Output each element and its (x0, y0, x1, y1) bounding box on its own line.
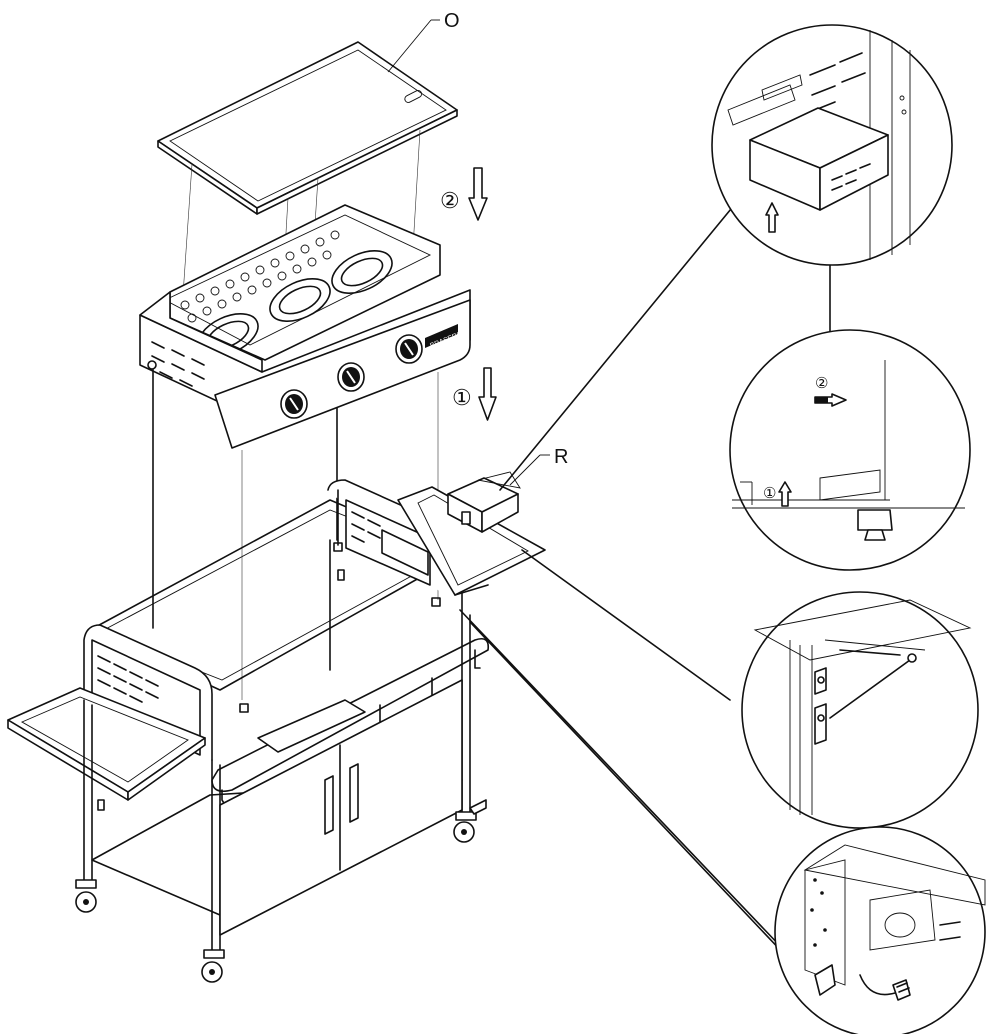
detail-leader-lines (459, 197, 831, 956)
step-1-label: ① (452, 385, 472, 410)
caster-back-right (453, 799, 487, 843)
burner-box: BRASERO (139, 204, 471, 449)
knob-1 (280, 389, 308, 419)
griddle-plate (157, 41, 458, 215)
step-2-label: ② (440, 188, 460, 213)
detail-circle-drawer (711, 24, 953, 266)
knob-3 (395, 334, 423, 364)
detail-circle-tray-slide: ② ① (729, 329, 971, 571)
part-label-o: O (444, 10, 460, 32)
knob-2 (337, 362, 365, 392)
leader-line-o (387, 19, 432, 73)
right-arrow-icon (814, 393, 847, 407)
up-arrow-icon (778, 481, 792, 507)
detail-step-1-label: ① (763, 485, 776, 502)
grease-tray (447, 471, 521, 533)
part-label-r: R (554, 446, 568, 468)
detail-step-2-label: ② (815, 375, 828, 392)
down-arrow-icon (478, 367, 497, 421)
alignment-lines-burner (152, 369, 439, 700)
detail-circle-bracket (741, 591, 979, 829)
detail-circle-gas-inlet (774, 826, 986, 1034)
up-arrow-icon (765, 202, 779, 233)
caster-front-right (201, 949, 225, 983)
caster-front-left (75, 879, 97, 913)
leader-line-r (509, 454, 541, 486)
down-arrow-icon (468, 167, 488, 221)
cart-frame (7, 479, 546, 983)
